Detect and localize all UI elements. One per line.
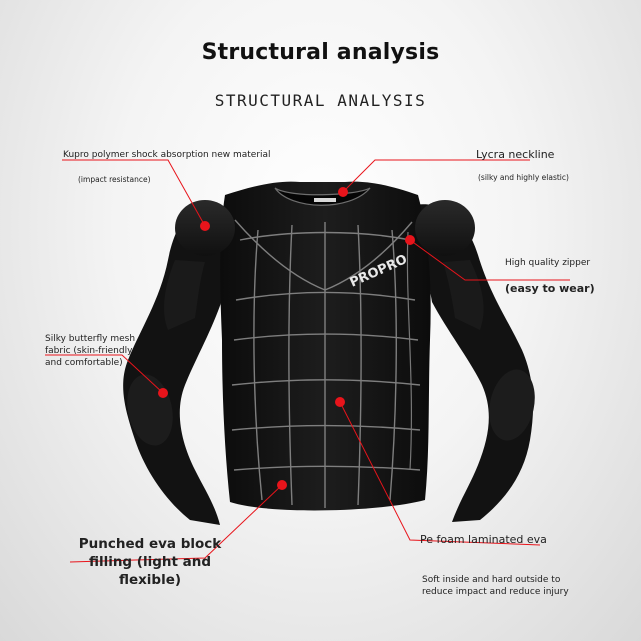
left-upper-arm-pad (164, 260, 205, 330)
page-title: Structural analysis (201, 40, 440, 65)
mesh-line-2: fabric (skin-friendly (45, 346, 133, 356)
zipper-seam (406, 231, 413, 471)
mesh-line-1: Silky butterfly mesh (45, 334, 136, 344)
neck-tag (314, 198, 336, 202)
right-sleeve (415, 204, 534, 522)
stitch-grid (231, 219, 421, 508)
eva-block-label: Punched eva block filling (light and fle… (70, 535, 230, 589)
pe-foam-note-1: Soft inside and hard outside to (422, 575, 561, 585)
marker-dots (158, 187, 415, 490)
pe-foam-label: Pe foam laminated eva (420, 533, 547, 546)
pe-foam-note-2: reduce impact and reduce injury (422, 587, 569, 597)
right-shoulder-pad (415, 200, 475, 256)
kupro-note: (impact resistance) (78, 175, 151, 184)
neckline (274, 187, 371, 206)
eva-block-line-2: filling (light and (88, 554, 212, 570)
right-upper-arm-pad (443, 260, 484, 330)
page-subtitle: STRUCTURAL ANALYSIS (214, 91, 427, 110)
lycra-note: (silky and highly elastic) (478, 173, 569, 182)
lycra-label: Lycra neckline (476, 148, 555, 161)
zipper-label: High quality zipper (505, 258, 591, 268)
kupro-label: Kupro polymer shock absorption new mater… (63, 150, 271, 160)
mesh-line-3: and comfortable) (45, 358, 123, 368)
zipper-note: (easy to wear) (505, 282, 595, 295)
eva-block-line-1: Punched eva block (78, 536, 222, 552)
eva-block-line-3: flexible) (118, 572, 182, 588)
leader-lines (45, 159, 570, 563)
pe-foam-note: Soft inside and hard outside to reduce i… (422, 574, 569, 598)
mesh-label: Silky butterfly mesh fabric (skin-friend… (45, 333, 135, 369)
right-elbow-pad (489, 369, 535, 441)
